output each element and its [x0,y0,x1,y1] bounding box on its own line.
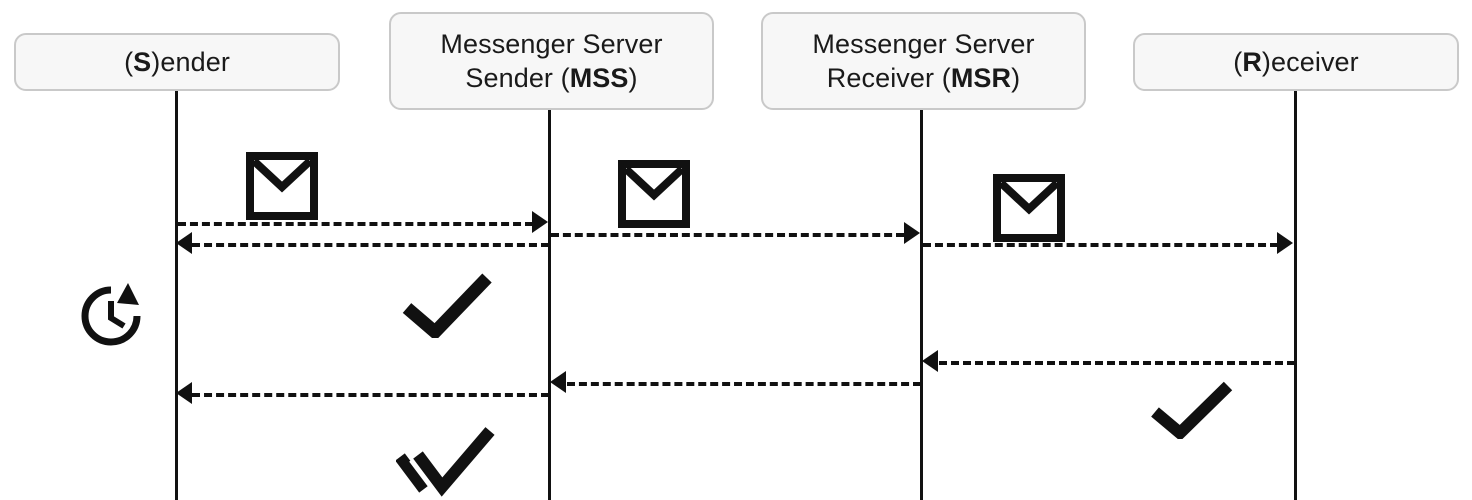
lifeline-label-receiver: (R)eceiver [1233,47,1359,77]
message-arrow-receiver-to-msr-1[interactable] [939,361,1295,365]
message-arrow-mss-to-sender-1[interactable] [192,243,549,247]
message-arrow-mss-to-sender-2[interactable] [192,393,549,397]
arrowhead-right-msr-1 [904,222,920,244]
check-icon [399,272,499,341]
message-arrow-msr-to-mss-1[interactable] [567,382,921,386]
arrowhead-right-mss-1 [532,211,548,233]
arrowhead-left-sender-1 [176,232,192,254]
lifeline-line-mss [548,108,551,500]
lifeline-line-receiver [1294,88,1297,500]
arrowhead-left-mss-1 [550,371,566,393]
double-check-icon [395,423,506,500]
arrowhead-left-msr-1 [922,350,938,372]
arrowhead-left-sender-2 [176,382,192,404]
check-icon [1148,381,1238,442]
lifeline-label-sender: (S)ender [124,47,230,77]
message-arrow-sender-to-mss-1[interactable] [178,222,533,226]
arrowhead-right-receiver-1 [1277,232,1293,254]
envelope-icon [618,160,690,228]
envelope-icon [993,174,1065,242]
envelope-icon [246,152,318,220]
clock-retry-icon [76,281,146,351]
lifeline-header-receiver[interactable]: (R)eceiver [1133,33,1459,91]
lifeline-line-sender [175,88,178,500]
message-arrow-msr-to-receiver-1[interactable] [923,243,1278,247]
lifeline-line-msr [920,108,923,500]
message-arrow-mss-to-msr-1[interactable] [551,233,904,237]
lifeline-header-sender[interactable]: (S)ender [14,33,340,91]
